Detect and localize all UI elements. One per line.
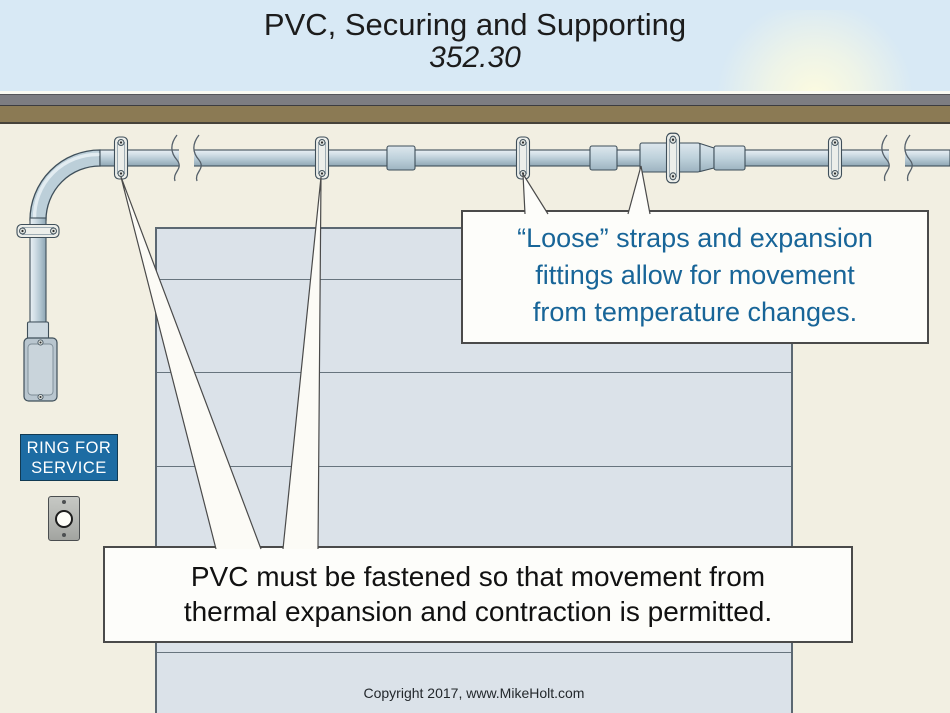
page-title: PVC, Securing and Supporting	[263, 7, 687, 42]
beam-gray-band	[0, 95, 950, 106]
callout-line: PVC must be fastened so that movement fr…	[190, 561, 766, 592]
title-block: PVC, Securing and Supporting 352.30	[0, 8, 950, 74]
ring-for-service-sign: RING FOR SERVICE	[20, 434, 118, 481]
sun-glow	[705, 10, 925, 93]
sign-line-1: RING FOR	[26, 439, 112, 457]
door-panel-line	[157, 372, 791, 373]
callout-expansion-fittings: “Loose” straps and expansion fittings al…	[461, 210, 929, 344]
doorbell-plate	[48, 496, 80, 541]
roof-beam	[0, 91, 950, 124]
callout-line: fittings allow for movement	[535, 260, 855, 290]
callout-fastening-rule: PVC must be fastened so that movement fr…	[103, 546, 853, 643]
code-number: 352.30	[429, 41, 521, 74]
door-panel-line	[157, 466, 791, 467]
screw-icon	[62, 533, 66, 537]
doorbell-button	[55, 509, 73, 528]
callout-line: from temperature changes.	[532, 297, 858, 327]
beam-brown-band	[0, 106, 950, 124]
sky-background	[0, 0, 950, 93]
door-panel-line	[157, 652, 791, 653]
callout-line: “Loose” straps and expansion	[517, 223, 873, 253]
sign-line-2: SERVICE	[31, 459, 107, 477]
copyright-text: Copyright 2017, www.MikeHolt.com	[363, 685, 585, 701]
beam-highlight	[0, 91, 950, 95]
callout-line: thermal expansion and contraction is per…	[183, 596, 773, 627]
screw-icon	[62, 500, 66, 504]
